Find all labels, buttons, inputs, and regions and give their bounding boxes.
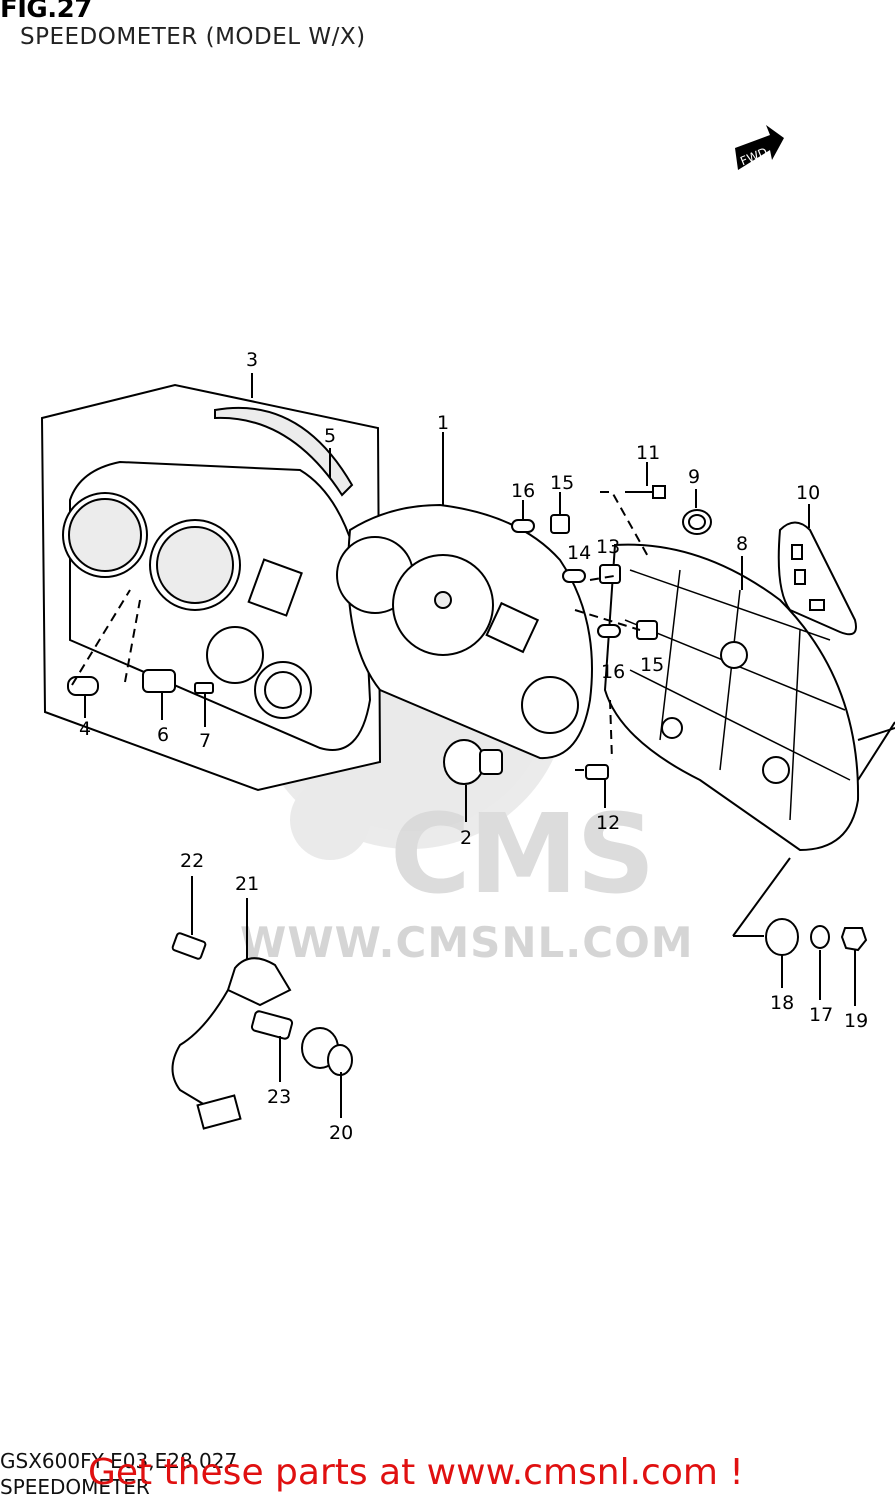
part-17-washer [810,925,830,949]
part-7-screw [194,682,214,694]
callout-23: 23 [267,1086,291,1108]
forward-direction-arrow: FWD [735,125,784,170]
callout-19: 19 [844,1010,868,1032]
assembly-dashed-lines [71,491,651,771]
figure-number: FIG.27 [0,0,92,24]
callout-15-lower: 15 [640,654,664,676]
part-5-lens-strip [214,406,354,497]
callout-6: 6 [157,724,169,746]
callout-8: 8 [736,533,748,555]
callout-14: 14 [567,542,591,564]
callout-12: 12 [596,812,620,834]
part-2-bulb-socket [443,739,503,785]
callout-5: 5 [324,425,336,447]
callout-9: 9 [688,466,700,488]
part-6-socket [142,669,176,693]
callout-15-upper: 15 [550,472,574,494]
callout-11: 11 [636,442,660,464]
callout-labels: 1 2 3 4 5 6 7 8 9 10 11 12 13 14 15 15 1… [79,349,868,1144]
buy-parts-link[interactable]: Get these parts at www.cmsnl.com ! [88,1452,744,1493]
part-16-bulb-lower [597,624,621,638]
callout-13: 13 [596,536,620,558]
model-code: GSX600FY E03,E28 027 [0,1449,238,1473]
callout-20: 20 [329,1122,353,1144]
figure-subtitle: SPEEDOMETER (MODEL W/X) [20,24,366,50]
callout-7: 7 [199,730,211,752]
part-23-screw [250,1010,294,1040]
callout-3: 3 [246,349,258,371]
part-16-bulb-upper [511,519,535,533]
callout-2: 2 [460,827,472,849]
callout-18: 18 [770,992,794,1014]
part-18-cushion [765,918,799,956]
callout-16-lower: 16 [601,661,625,683]
part-19-nut [840,927,868,952]
watermark-url: WWW.CMSNL.COM [240,918,694,967]
part-22-screw [171,932,207,960]
callout-16-upper: 16 [511,480,535,502]
part-8-meter-back-cover [603,543,860,852]
part-1-meter-assembly [336,503,593,760]
section-name: SPEEDOMETER [0,1475,150,1499]
callout-17: 17 [809,1004,833,1026]
part-3-meter-case [40,383,382,792]
part-14-bulb [562,569,586,583]
part-12-screw [585,764,609,780]
part-4-bulb [67,676,99,696]
part-11-screw [625,485,666,499]
part-9-grommet [682,509,712,535]
part-20-socket [301,1027,353,1076]
part-15-socket-upper [550,514,570,534]
callout-4: 4 [79,718,91,740]
leader-lines [84,373,895,1118]
callout-10: 10 [796,482,820,504]
callout-1: 1 [437,412,449,434]
part-21-wire-harness [171,957,292,1130]
part-13-socket [599,564,621,584]
part-10-bracket [777,521,857,636]
callout-21: 21 [235,873,259,895]
callout-22: 22 [180,850,204,872]
